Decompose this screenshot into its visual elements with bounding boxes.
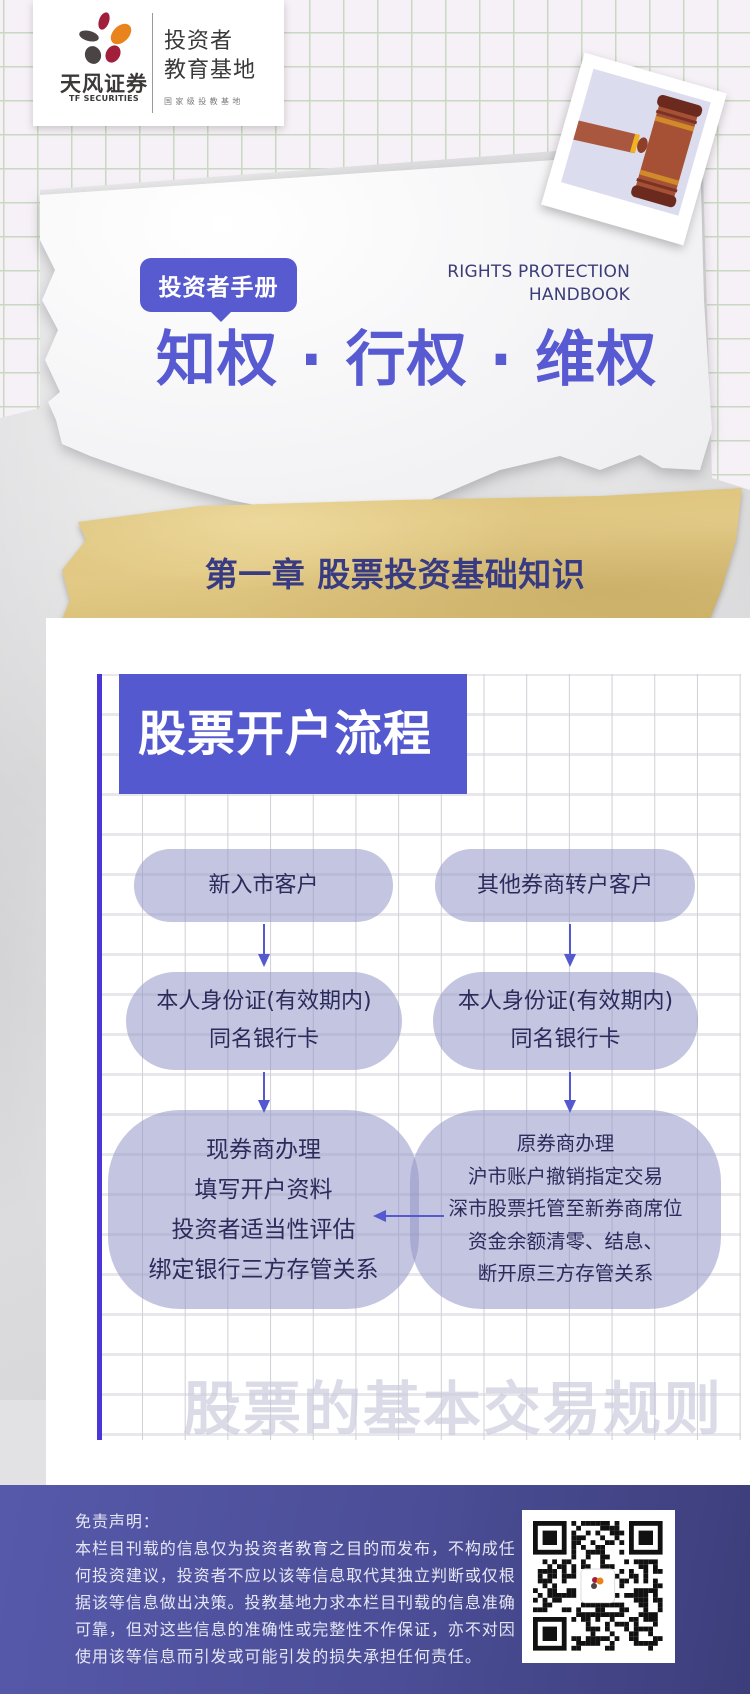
gavel-photo bbox=[541, 52, 727, 246]
flow-step-original-broker: 原券商办理 沪市账户撤销指定交易 深市股票托管至新券商席位 资金余额清零、结息、… bbox=[410, 1110, 721, 1309]
tf-securities-flower-logo-icon bbox=[79, 12, 132, 64]
flow-step-text: 其他券商转户客户 bbox=[476, 872, 653, 898]
badge-tail bbox=[210, 311, 232, 322]
flow-step-text: 原券商办理 bbox=[516, 1132, 615, 1156]
section-side-bar bbox=[97, 674, 102, 1440]
flow-step-text: 同名银行卡 bbox=[208, 1027, 319, 1052]
flow-step-text: 本人身份证(有效期内) bbox=[457, 989, 674, 1014]
next-section-watermark: 股票的基本交易规则 bbox=[183, 1375, 724, 1443]
flow-step-documents-right: 本人身份证(有效期内) 同名银行卡 bbox=[433, 972, 698, 1070]
flow-step-text: 断开原三方存管关系 bbox=[477, 1262, 654, 1286]
flow-step-text: 本人身份证(有效期内) bbox=[156, 989, 372, 1014]
logo-divider bbox=[152, 13, 153, 113]
chapter-title: 第一章 股票投资基础知识 bbox=[204, 555, 586, 594]
flow-step-text: 深市股票托管至新券商席位 bbox=[448, 1197, 683, 1221]
section-title: 股票开户流程 bbox=[119, 674, 467, 794]
english-title-line1: RIGHTS PROTECTION bbox=[447, 262, 630, 282]
flow-step-new-customer: 新入市客户 bbox=[134, 849, 393, 922]
disclaimer-line: 使用该等信息而引发或可能引发的损失承担任何责任。 bbox=[75, 1647, 482, 1666]
disclaimer-line: 据该等信息做出决策。投教基地力求本栏目刊载的信息准确 bbox=[75, 1593, 516, 1612]
brand-name-cn: 天风证券 bbox=[60, 72, 148, 96]
english-title-line2: HANDBOOK bbox=[528, 285, 630, 305]
handbook-badge: 投资者手册 bbox=[140, 258, 297, 312]
flow-step-text: 沪市账户撤销指定交易 bbox=[467, 1164, 663, 1188]
flow-step-transfer-customer: 其他券商转户客户 bbox=[435, 849, 695, 922]
flow-step-text: 绑定银行三方存管关系 bbox=[148, 1256, 379, 1283]
arrow-down-icon bbox=[564, 1072, 576, 1113]
qr-code bbox=[522, 1510, 675, 1663]
hero-title: 知权 · 行权 · 维权 bbox=[156, 325, 658, 395]
disclaimer-label: 免责声明： bbox=[75, 1512, 160, 1531]
qr-code-icon bbox=[533, 1521, 663, 1651]
flow-step-text: 填写开户资料 bbox=[194, 1176, 333, 1203]
disclaimer-line: 本栏目刊载的信息仅为投资者教育之目的而发布，不构成任 bbox=[75, 1539, 516, 1558]
arrow-down-icon bbox=[258, 1072, 270, 1113]
arrow-left-icon bbox=[373, 1210, 444, 1222]
flow-step-text: 现券商办理 bbox=[206, 1136, 321, 1163]
photo-image-area bbox=[561, 68, 711, 216]
gavel-icon bbox=[569, 94, 703, 208]
flow-step-text: 资金余额清零、结息、 bbox=[467, 1229, 663, 1253]
flow-step-documents-left: 本人身份证(有效期内) 同名银行卡 bbox=[126, 972, 402, 1070]
disclaimer-line: 可靠，但对这些信息的准确性或完整性不作保证，亦不对因 bbox=[75, 1620, 516, 1639]
tape-strip bbox=[60, 488, 742, 624]
gray-margin bbox=[0, 1400, 46, 1485]
flow-step-text: 新入市客户 bbox=[208, 872, 319, 898]
disclaimer-line: 何投资建议，投资者不应以该等信息取代其独立判断或仅根 bbox=[75, 1566, 516, 1585]
brand-name-en: TF SECURITIES bbox=[69, 94, 139, 103]
base-subtitle: 国家级投教基地 bbox=[164, 97, 244, 106]
base-title-line1: 投资者 bbox=[164, 29, 234, 54]
base-title-line2: 教育基地 bbox=[164, 58, 257, 83]
arrow-down-icon bbox=[564, 924, 576, 967]
flow-step-text: 同名银行卡 bbox=[510, 1027, 621, 1052]
logo-card: 天风证券 TF SECURITIES 投资者 教育基地 国家级投教基地 bbox=[33, 0, 284, 126]
masking-tape bbox=[0, 470, 750, 640]
flow-step-current-broker: 现券商办理 填写开户资料 投资者适当性评估 绑定银行三方存管关系 bbox=[108, 1110, 419, 1309]
flow-step-text: 投资者适当性评估 bbox=[171, 1216, 356, 1243]
arrow-down-icon bbox=[258, 924, 270, 967]
